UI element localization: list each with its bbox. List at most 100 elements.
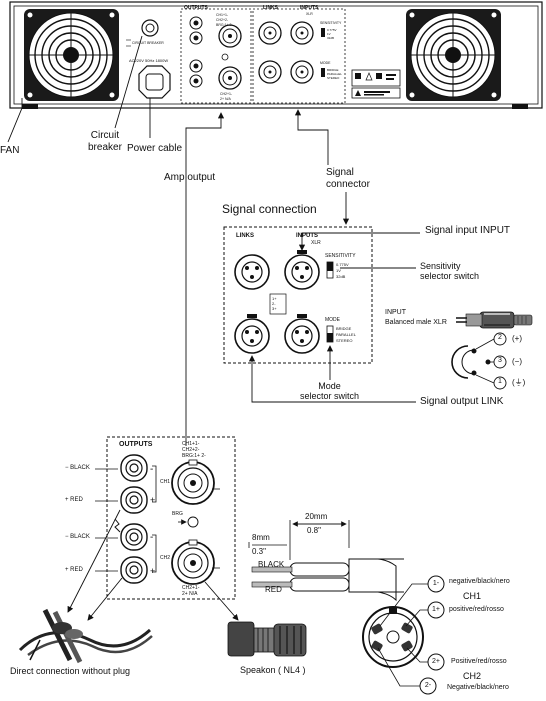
panel-ch2-pins-c: 2+ N/A [220, 97, 231, 101]
wire-20mm-label: 20mm [305, 512, 328, 521]
xlr-pin-3-sign: (−) [512, 357, 522, 366]
wire-strip-diagram [248, 520, 404, 602]
signal-mode-opt-1: PARALLEL [336, 332, 356, 337]
direct-connection-label: Direct connection without plug [10, 666, 131, 676]
signal-sens-opt-2: 32dB [336, 274, 346, 279]
fan-left [24, 9, 119, 101]
signal-pin-label-2: 3+ [272, 306, 277, 311]
signal-connection-box: 1+ 2- 3+ [223, 226, 373, 364]
binding-post-red-1 [120, 486, 148, 514]
panel-brg-pins: BRG:1+ 2- [216, 23, 233, 27]
red-label-1: + RED [65, 497, 83, 503]
detail-ch2-pins: CH2+2- [182, 447, 200, 453]
detail-ch1-pins: CH1+1- [182, 441, 200, 447]
xlr-pin-3-num: 3 [498, 357, 502, 364]
pin-1m-text: negative/black/nero [449, 578, 510, 585]
circuit-breaker-knob: CIRCUIT BREAKER [126, 19, 164, 47]
pin-1p-num: 1+ [432, 606, 440, 613]
ch2-plus-sign: + [150, 566, 155, 576]
panel-mode-opt-2: STEREO [327, 76, 340, 80]
detail-ch2-pins-c: 2+ N/A [182, 591, 198, 597]
xlr-pin-diagram [451, 332, 507, 390]
signal-pin-label-1: 2- [272, 301, 276, 306]
signal-sens-opt-1: 1V [336, 268, 341, 273]
panel-ch1-pins: CH1+1- [216, 13, 229, 17]
signal-sensitivity-label: SENSITIVITY [325, 253, 356, 259]
signal-sens-opt-0: 0.775V [336, 262, 349, 267]
panel-mode: MODE [320, 61, 331, 65]
detail-brg-pins: BRG:1+ 2- [182, 453, 206, 459]
brg-label: BRG [172, 511, 183, 517]
xlr-pin-2-num: 2 [498, 334, 502, 341]
red-label-2: + RED [65, 567, 83, 573]
signal-mode-opt-2: STEREO [336, 338, 353, 343]
panel-outputs-area: OUTPUTS CH1+1- CH2+2- BRG:1+ 2- CH2+1- 2… [180, 5, 252, 104]
wire-black-label: BLACK [258, 560, 285, 569]
panel-ch2-pins-b: CH2+1- [220, 92, 233, 96]
ch1-plus-sign: + [150, 495, 155, 505]
black-text-1: BLACK [70, 465, 90, 471]
panel-sens-opt-1: 1V [327, 32, 331, 36]
panel-signal-area: LINKS INPUTS XLR SENSITIVITY 0.775V 1V 3… [252, 5, 346, 104]
mode-switch-label: Mode selector switch [300, 381, 360, 402]
pinout-ch2-label: CH2 [463, 671, 482, 681]
xlr-input-title: INPUT [385, 309, 406, 316]
xlr-pin-2-sign: (+) [512, 334, 522, 343]
pin-2m-num: 2- [424, 682, 432, 689]
panel-warning-labels [351, 69, 401, 99]
outputs-detail-title: OUTPUTS [119, 441, 153, 448]
red-text-2: RED [70, 567, 83, 573]
signal-output-link-label: Signal output LINK [420, 396, 504, 407]
outputs-detail-box: - + - + [106, 436, 236, 600]
power-cable-label: Power cable [127, 143, 183, 154]
direct-connection-arrows [67, 509, 239, 621]
panel-mode-opt-1: PARALLEL [327, 72, 342, 76]
binding-post-red-2 [120, 556, 148, 584]
pin-2p-text: Positive/red/rosso [451, 658, 507, 665]
panel-sens-opt-0: 0.775V [327, 28, 337, 32]
wire-03in-label: 0.3" [252, 547, 266, 556]
red-text-1: RED [70, 497, 83, 503]
signal-xlr-label: XLR [311, 240, 321, 246]
pinout-ch1-label: CH1 [463, 591, 482, 601]
wire-red-label: RED [265, 585, 282, 594]
panel-inputs-sub: XLR [306, 12, 313, 16]
signal-input-label: Signal input INPUT [425, 225, 511, 236]
black-label-2: − BLACK [65, 534, 90, 540]
binding-post-black-1 [120, 454, 148, 482]
signal-connection-title: Signal connection [222, 202, 317, 216]
signal-mode-label: MODE [325, 317, 340, 323]
ch1-label: CH1 [160, 479, 171, 485]
amp-output-label: Amp output [164, 172, 216, 183]
breaker-panel-text: CIRCUIT BREAKER [132, 41, 164, 45]
xlr-pin-1-sign: (⏚) [512, 378, 526, 387]
callout-lines [7, 35, 350, 446]
xlr-pin-1-num: 1 [498, 378, 502, 385]
black-text-2: BLACK [70, 534, 90, 540]
pin-1p-text: positive/red/rosso [449, 606, 504, 613]
panel-ch2-pins: CH2+2- [216, 18, 229, 22]
binding-post-leader-lines [95, 468, 118, 572]
fan-right [406, 9, 501, 101]
signal-connector-label: Signal connector [326, 167, 370, 190]
signal-mode-opt-0: BRIDGE [336, 326, 352, 331]
ch2-label: CH2 [160, 555, 171, 561]
wire-8mm-label: 8mm [252, 533, 270, 542]
panel-sensitivity: SENSITIVITY [320, 21, 342, 25]
signal-callout-lines [248, 232, 420, 403]
black-label-1: − BLACK [65, 465, 90, 471]
signal-links-label: LINKS [236, 233, 254, 239]
speakon-nl4-plug-image [227, 621, 307, 657]
bare-wires-image [18, 608, 153, 664]
signal-pin-label-0: 1+ [272, 296, 277, 301]
xlr-male-plug [456, 311, 533, 329]
detail-ch2-pins-b: CH2+1- [182, 585, 200, 591]
panel-inputs-label: INPUTS [300, 5, 319, 11]
xlr-input-sub: Balanced male XLR [385, 319, 447, 326]
circuit-breaker-label: Circuit breaker [88, 130, 122, 153]
ch2-minus-sign: - [150, 532, 153, 543]
pin-1m-num: 1- [432, 580, 440, 587]
speakon-ch1 [171, 459, 215, 505]
panel-links-label: LINKS [263, 5, 279, 11]
